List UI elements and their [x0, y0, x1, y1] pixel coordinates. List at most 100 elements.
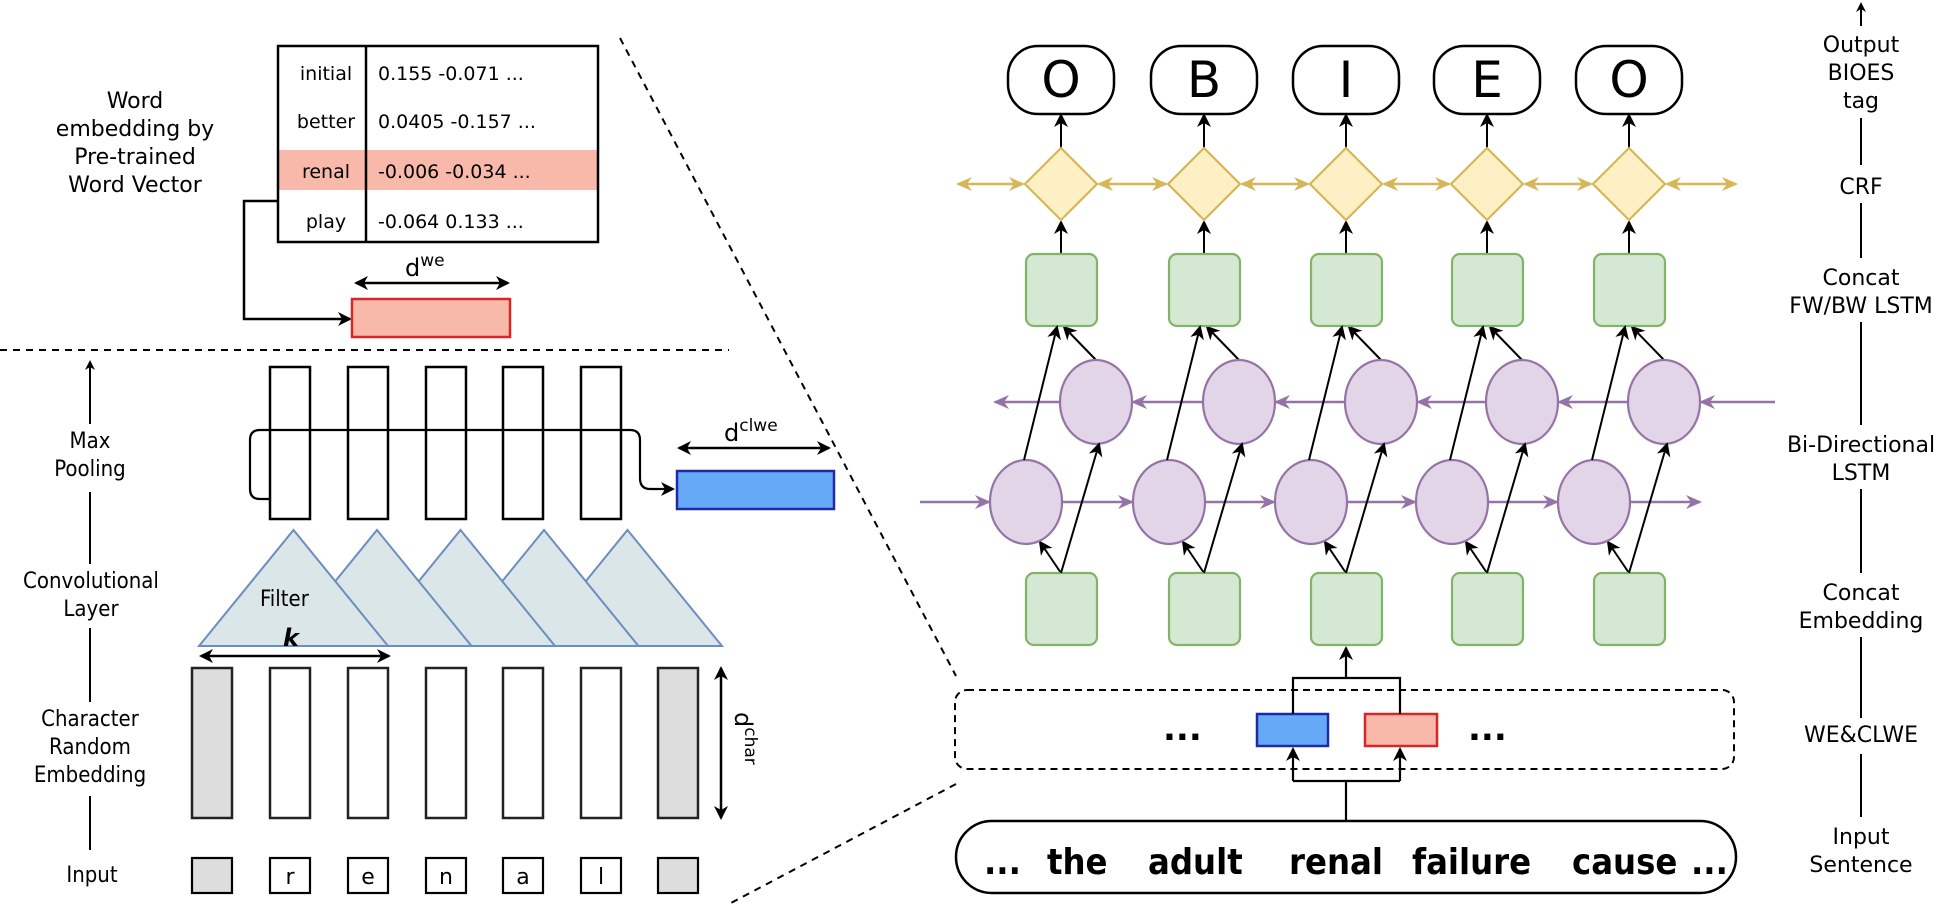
- backward-lstm-cell: [1201, 358, 1277, 446]
- axis-label: WE&CLWE: [1804, 723, 1918, 748]
- axis-label-bg: [1770, 718, 1945, 754]
- we-vector: [1363, 712, 1439, 748]
- axis-label-char-embedding: Character: [41, 707, 140, 732]
- concat-lstm-node: [1167, 252, 1242, 328]
- pooling-feature-column: [501, 365, 545, 521]
- backward-to-concat-arrow: [1347, 325, 1382, 361]
- sentence-token: ...: [984, 842, 1021, 883]
- crf-node: [1449, 146, 1525, 222]
- axis-label: FW/BW LSTM: [1789, 294, 1933, 319]
- highlighted-row-renal: [279, 150, 597, 190]
- max-pooling-connector: [248, 428, 675, 501]
- axis-label-conv: Convolutional: [23, 569, 159, 594]
- axis-label: Embedding: [1799, 609, 1924, 634]
- padding-input-box: [656, 856, 700, 895]
- word-embedding-label-line: Word Vector: [68, 173, 203, 198]
- input-to-forward-arrow: [1038, 540, 1062, 574]
- axis-label-max-pooling: Max: [70, 429, 111, 454]
- input-to-backward-arrow: [1345, 442, 1388, 574]
- clwe-vector: [1255, 712, 1330, 748]
- axis-label: Bi-Directional: [1787, 433, 1935, 458]
- output-tag: I: [1339, 51, 1354, 109]
- output-tag: B: [1187, 51, 1221, 109]
- axis-label: CRF: [1839, 175, 1882, 200]
- input-to-forward-arrow: [1181, 540, 1205, 574]
- concat-embedding-node: [1167, 571, 1242, 647]
- table-vector: 0.0405 -0.157 ...: [378, 111, 536, 133]
- concat-join-connector: [1291, 676, 1402, 714]
- char-embedding-column: [501, 666, 545, 820]
- output-tag-node: [1006, 44, 1116, 116]
- axis-label: tag: [1843, 89, 1879, 114]
- forward-lstm-cell: [988, 458, 1064, 546]
- table-border: [276, 44, 600, 244]
- table-vector: 0.155 -0.071 ...: [378, 63, 524, 85]
- table-word: renal: [302, 161, 350, 183]
- concat-lstm-node: [1024, 252, 1099, 328]
- input-char: l: [598, 865, 604, 890]
- backward-to-concat-arrow: [1630, 325, 1665, 361]
- input-to-backward-arrow: [1486, 442, 1529, 574]
- char-embedding-column: [579, 666, 623, 820]
- axis-label: Concat: [1823, 266, 1900, 291]
- axis-label-input: Input: [66, 863, 117, 888]
- input-to-backward-arrow: [1203, 442, 1246, 574]
- table-vector: -0.006 -0.034 ...: [378, 161, 531, 183]
- output-tag-node: [1432, 44, 1542, 116]
- forward-lstm-cell: [1273, 458, 1349, 546]
- forward-to-concat-arrow: [1308, 325, 1346, 461]
- filter-label: Filter: [260, 587, 310, 612]
- padding-char-embedding: [656, 666, 700, 820]
- concat-embedding-node: [1309, 571, 1384, 647]
- forward-lstm-cell: [1556, 458, 1632, 546]
- axis-label-bg: [1770, 26, 1945, 118]
- input-char-box: [501, 856, 545, 895]
- table-word: initial: [300, 63, 352, 85]
- concat-embedding-node: [1592, 571, 1667, 647]
- forward-lstm-cell: [1414, 458, 1490, 546]
- axis-label: Sentence: [1809, 853, 1912, 878]
- concat-lstm-node: [1450, 252, 1525, 328]
- word-embedding-label-line: embedding by: [56, 117, 214, 142]
- dchar-label: dchar: [729, 712, 760, 765]
- axis-label-char-embedding: Embedding: [34, 763, 146, 788]
- char-embedding-column: [424, 666, 468, 820]
- axis-label-bg: [15, 702, 165, 796]
- output-tag: O: [1609, 51, 1648, 109]
- word-embedding-label-line: Pre-trained: [74, 145, 196, 170]
- axis-label: Input: [1833, 825, 1890, 850]
- output-tag: O: [1041, 51, 1080, 109]
- padding-char-embedding: [190, 666, 234, 820]
- table-vector: -0.064 0.133 ...: [378, 211, 524, 233]
- crf-node: [1308, 146, 1384, 222]
- forward-to-concat-arrow: [1591, 325, 1629, 461]
- pooling-feature-column: [424, 365, 468, 521]
- axis-label-bg: [1770, 817, 1945, 881]
- input-to-backward-arrow: [1060, 442, 1103, 574]
- concat-embedding-node: [1024, 571, 1099, 647]
- backward-lstm-cell: [1058, 358, 1134, 446]
- char-level-word-embedding-vector: [675, 469, 836, 511]
- word-embedding-label-line: Word: [107, 89, 164, 114]
- input-char: a: [516, 865, 529, 890]
- backward-lstm-cell: [1484, 358, 1560, 446]
- kernel-size-label: k: [283, 624, 301, 652]
- output-tag-node: [1574, 44, 1684, 116]
- input-char: n: [439, 865, 453, 890]
- word-vector-table: initial 0.155 -0.071 ... better 0.0405 -…: [276, 44, 600, 244]
- input-char: e: [361, 865, 375, 890]
- output-tag-node: [1149, 44, 1259, 116]
- backward-lstm-cell: [1626, 358, 1702, 446]
- padding-input-box: [190, 856, 234, 895]
- output-tag-node: [1291, 44, 1401, 116]
- pooling-feature-column: [346, 365, 390, 521]
- zoom-guide-line-bottom: [728, 783, 957, 905]
- ellipsis-left: ...: [1163, 709, 1202, 749]
- crf-node: [1166, 146, 1242, 222]
- axis-label-max-pooling: Pooling: [54, 457, 125, 482]
- input-to-forward-arrow: [1606, 540, 1630, 574]
- sentence-token: the: [1047, 842, 1108, 883]
- concat-embedding-node: [1450, 571, 1525, 647]
- axis-label-char-embedding: Random: [49, 735, 131, 760]
